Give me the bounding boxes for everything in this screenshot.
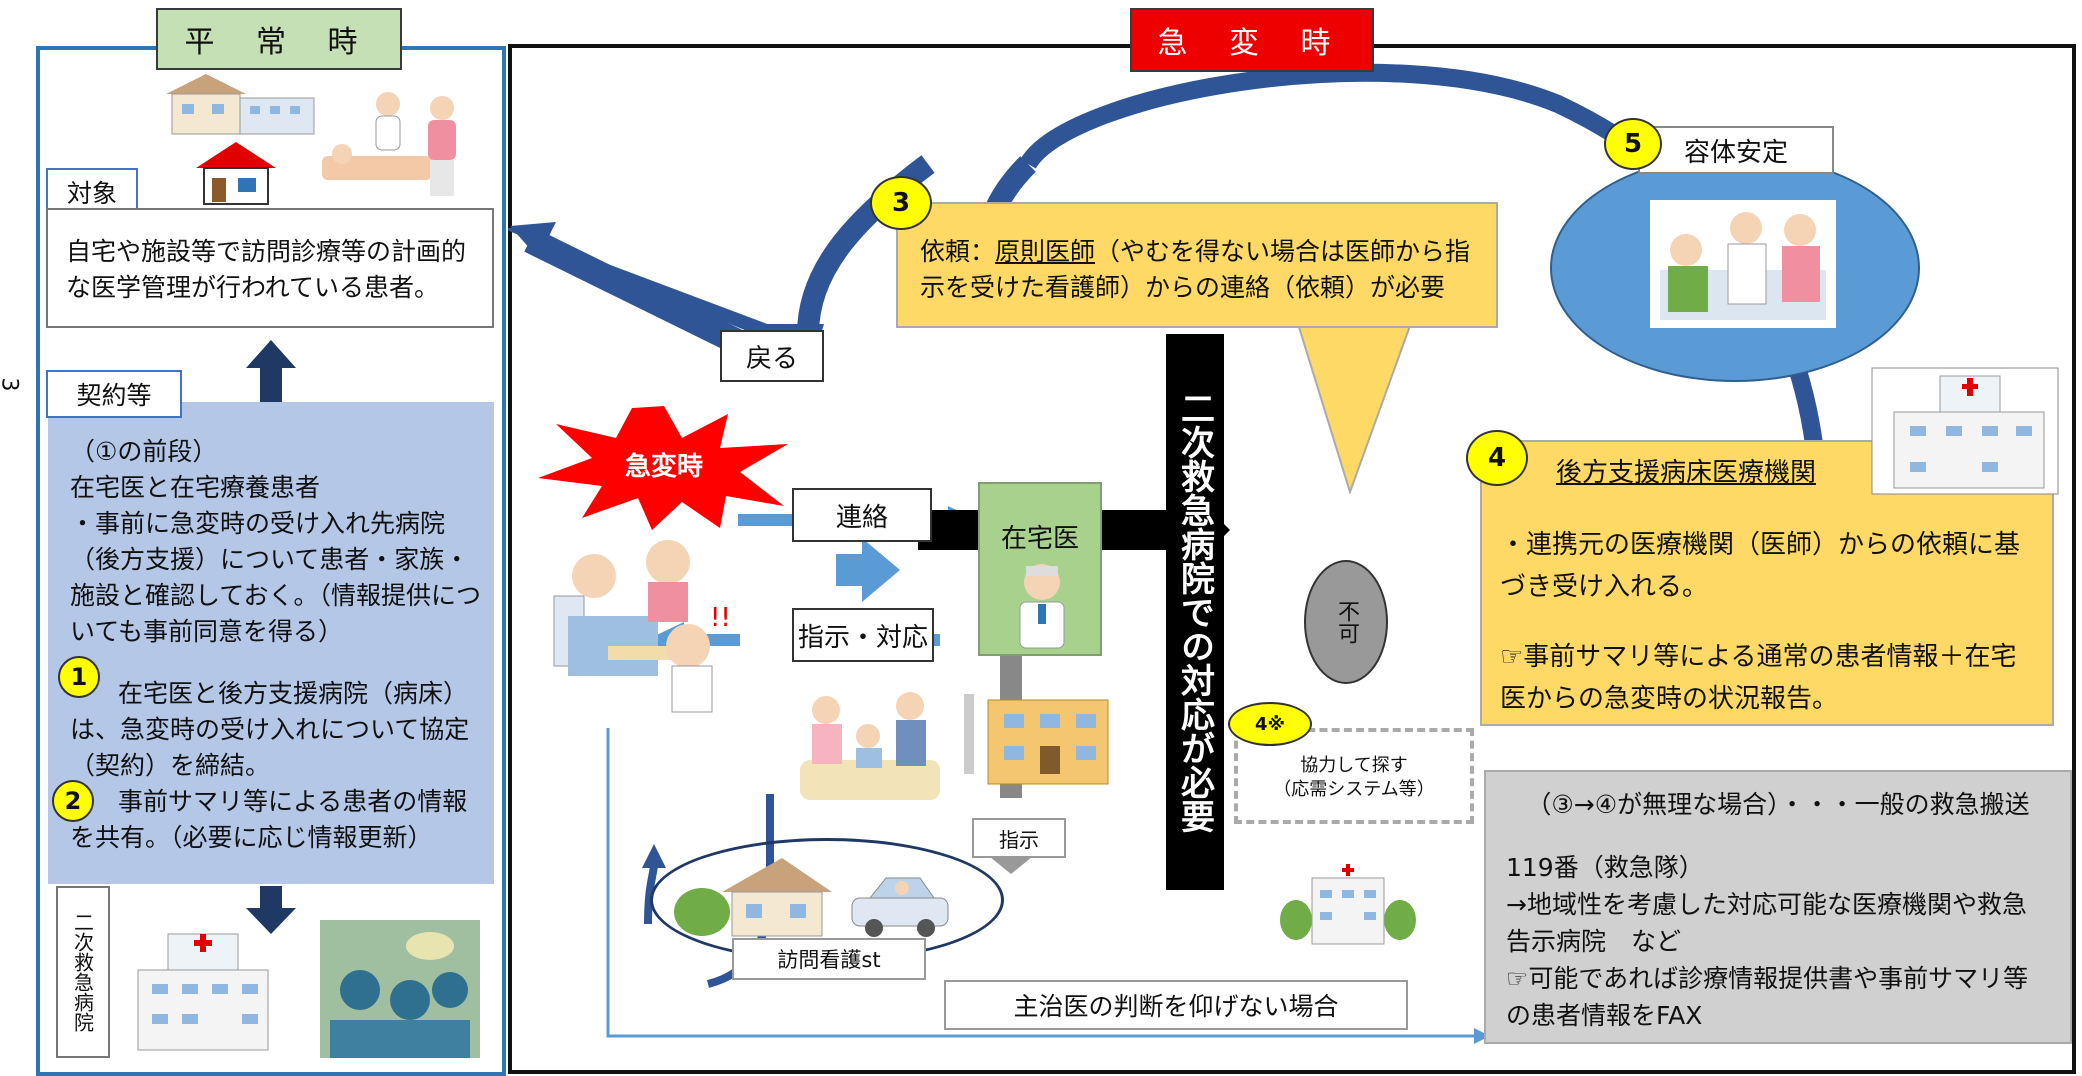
emergency-burst-label: 急変時	[624, 452, 703, 482]
stable-patient-illustration	[1650, 200, 1836, 328]
general-transport-box: （③→④が無理な場合）・・・一般の救急搬送 119番（救急隊） →地域性を考慮し…	[1484, 770, 2072, 1044]
step2-text: 事前サマリ等による患者の情報を共有。（必要に応じ情報更新）	[70, 787, 468, 852]
doctor-illustration	[1019, 564, 1065, 649]
step4-number: 4	[1466, 430, 1528, 486]
clinic-illustration	[166, 74, 315, 135]
search-line: （応需システム等）	[1273, 779, 1435, 800]
contract-line: ・事前に急変時の受け入れ先病院（後方支援）について患者・家族・施設と確認しておく…	[70, 509, 482, 646]
step1-text: 在宅医と後方支援病院（病床）は、急変時の受け入れについて協定（契約）を締結。	[70, 679, 470, 780]
step5-number: 5	[1604, 118, 1662, 170]
impossible-oval: 不可	[1304, 560, 1388, 684]
contract-line: 在宅医と在宅療養患者	[70, 473, 321, 502]
house-illustration	[674, 858, 832, 937]
general-line: →地域性を考慮した対応可能な医療機関や救急告示病院 など	[1506, 890, 2027, 956]
house-icon	[196, 142, 276, 205]
emergency-title: 急 変 時	[1130, 8, 1374, 72]
contract-text: （①の前段） 在宅医と在宅療養患者 ・事前に急変時の受け入れ先病院（後方支援）に…	[70, 434, 486, 650]
step5-label: 容体安定	[1638, 126, 1834, 174]
down-arrow	[246, 886, 296, 934]
step3-box: 依頼：原則医師（やむを得ない場合は医師から指示を受けた看護師）からの連絡（依頼）…	[896, 202, 1498, 328]
nurse-station-building	[964, 694, 1109, 785]
support-hospital-illustration	[1871, 367, 2059, 495]
instruct-label: 指示・対応	[792, 608, 934, 662]
step4-line: ☞事前サマリ等による通常の患者情報＋在宅医からの急変時の状況報告。	[1500, 642, 2017, 714]
instruction-label: 指示	[972, 818, 1066, 858]
secondary-hospital-label: 二次救急病院	[56, 886, 110, 1058]
emergency-burst-icon	[538, 406, 788, 530]
step1-number: 1	[58, 656, 100, 698]
nurse-station-label: 訪問看護st	[732, 938, 926, 980]
general-line: （③→④が無理な場合）・・・一般の救急搬送	[1526, 790, 2030, 819]
surgery-illustration	[320, 920, 480, 1058]
return-label: 戻る	[720, 330, 824, 382]
step3-prefix: 依頼：	[920, 237, 996, 266]
step4-line: ・連携元の医療機関（医師）からの依頼に基づき受け入れる。	[1500, 530, 2021, 602]
step3-callout-tail	[1288, 298, 1422, 494]
target-text: 自宅や施設等で訪問診療等の計画的な医学管理が行われている患者。	[46, 208, 494, 328]
normal-title: 平 常 時	[156, 8, 402, 70]
svg-text:!!: !!	[710, 603, 731, 633]
step4b-number: 4※	[1228, 702, 1312, 746]
impossible-label: 不可	[1334, 600, 1359, 644]
contract-label: 契約等	[46, 370, 182, 418]
patient-emergency-illustration: !!	[553, 540, 731, 713]
destination-hospital-illustration	[1280, 864, 1416, 945]
home-care-illustration	[322, 92, 456, 196]
contract-area	[48, 402, 494, 884]
step3-number: 3	[870, 176, 932, 230]
no-judgment-label: 主治医の判断を仰げない場合	[944, 980, 1408, 1030]
nurse-care-illustration	[800, 692, 940, 800]
secondary-hospital-banner: 二次救急病院での対応が必要	[1166, 334, 1224, 890]
car-illustration	[851, 877, 949, 937]
contract-line: （①の前段）	[70, 437, 218, 466]
step2-number: 2	[52, 780, 94, 822]
general-line	[1506, 823, 2050, 849]
step4-title: 後方支援病床医療機関	[1556, 458, 1817, 488]
step3-rest: （やむを得ない場合は医師から指示を受けた看護師）からの連絡（依頼）が必要	[920, 237, 1471, 302]
search-box: 協力して探す （応需システム等）	[1234, 728, 1474, 824]
up-arrow	[246, 340, 296, 404]
page-number: 3	[0, 378, 22, 392]
hospital-illustration	[137, 933, 269, 1051]
step3-underline: 原則医師	[995, 237, 1096, 266]
contact-label: 連絡	[792, 488, 932, 542]
home-doctor-label: 在宅医	[1000, 524, 1079, 554]
general-line: 119番（救急隊）	[1506, 853, 1704, 882]
general-line: ☞可能であれば診療情報提供書や事前サマリ等の患者情報をFAX	[1506, 964, 2029, 1030]
search-line: 協力して探す	[1300, 755, 1408, 776]
request-label: 依頼	[1308, 512, 1361, 542]
